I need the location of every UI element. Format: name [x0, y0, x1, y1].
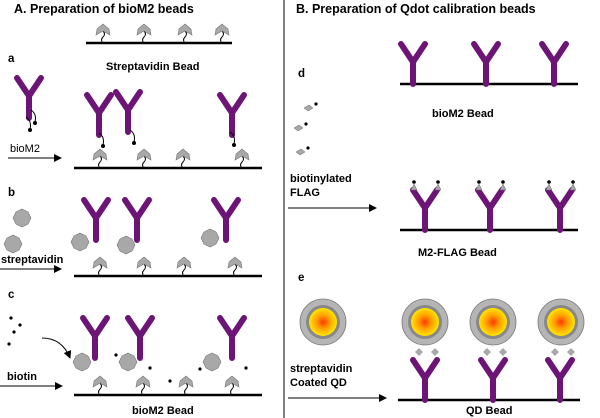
free-biom2-antibody: [17, 78, 41, 133]
step-a-label: a: [8, 53, 15, 65]
free-streptavidin: [3, 208, 32, 254]
biom2-bead-label: bioM2 Bead: [432, 108, 494, 120]
bead-a: [74, 92, 262, 170]
reagent-qd-line1: streptavidin: [290, 363, 353, 375]
qd-bead: [398, 298, 585, 400]
reagent-flag-line2: FLAG: [290, 187, 320, 199]
reagent-flag-line1: biotinylated: [290, 173, 352, 185]
panel-b-title: B. Preparation of Qdot calibration beads: [296, 2, 536, 16]
free-flag-peptide: [293, 102, 318, 156]
panel-a-title: A. Preparation of bioM2 beads: [14, 2, 194, 16]
bead-c: [72, 318, 262, 397]
free-qdot: [299, 298, 347, 346]
streptavidin-bead: [86, 23, 232, 45]
streptavidin-bead-label: Streptavidin Bead: [106, 61, 200, 73]
reagent-biotin: biotin: [7, 371, 37, 383]
biom2-bead: [400, 44, 578, 84]
biom2-bead-result-label: bioM2 Bead: [132, 405, 194, 417]
reagent-biom2: bioM2: [10, 143, 40, 155]
step-c-label: c: [8, 289, 15, 301]
step-e-label: e: [298, 272, 304, 284]
step-b-label: b: [8, 187, 15, 199]
reagent-qd-line2: Coated QD: [290, 377, 347, 389]
bead-b: [70, 200, 262, 278]
biotin-curve-arrow: [41, 337, 72, 359]
step-d-label: d: [298, 68, 305, 80]
qd-bead-label: QD Bead: [466, 405, 512, 417]
free-biotin: [7, 316, 22, 346]
m2-flag-bead-label: M2-FLAG Bead: [418, 247, 497, 259]
reagent-streptavidin: streptavidin: [1, 254, 64, 266]
m2-flag-bead: [400, 180, 578, 230]
